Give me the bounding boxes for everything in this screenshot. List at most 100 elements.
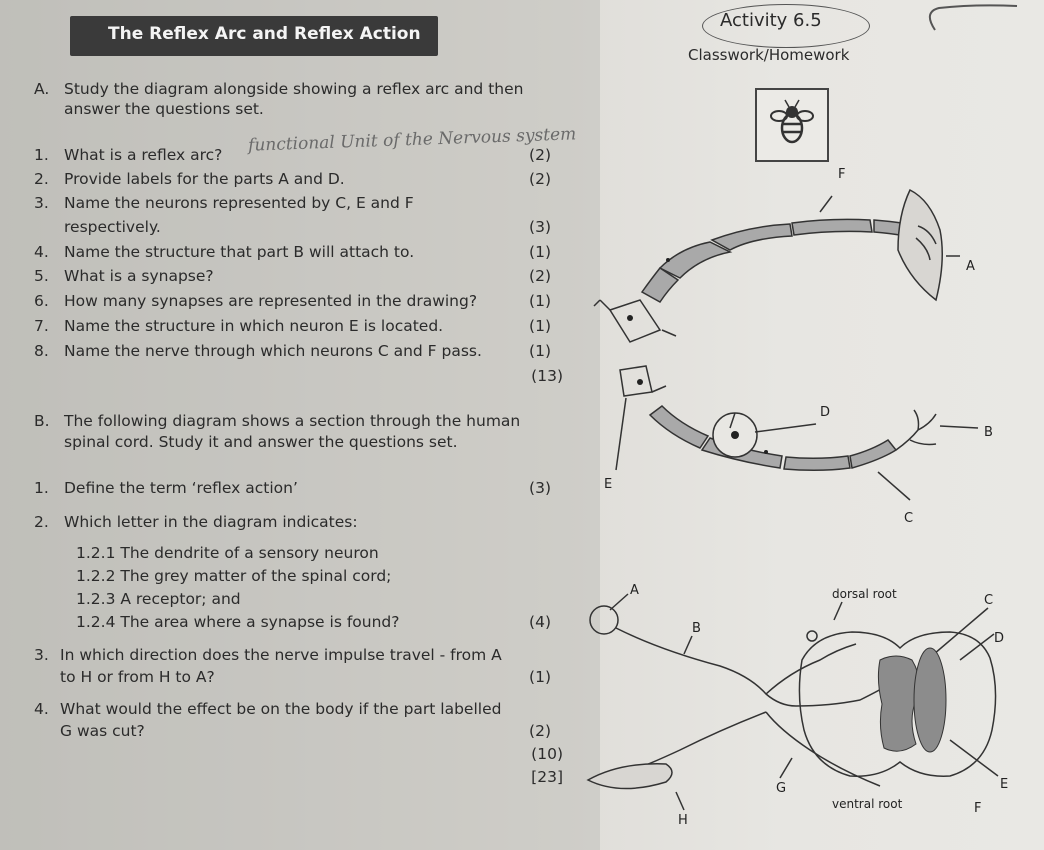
bee-icon xyxy=(770,99,814,144)
dorsal-ganglion xyxy=(806,630,818,642)
nucleus xyxy=(731,431,739,439)
question-text: Provide labels for the parts A and D. xyxy=(64,170,345,188)
sub-question: 1.2.3 A receptor; and xyxy=(76,590,241,608)
question-text: G was cut? xyxy=(60,722,145,740)
grand-total: [23] xyxy=(531,768,563,786)
pointer-b xyxy=(939,425,979,429)
pointer-f xyxy=(819,195,833,213)
sub-question: 1.2.4 The area where a synapse is found? xyxy=(76,613,400,631)
activity-label: Activity 6.5 xyxy=(720,10,822,31)
question-text: Name the structure that part B will atta… xyxy=(64,243,415,261)
label-d: D xyxy=(820,405,830,420)
page-title: The Reflex Arc and Reflex Action xyxy=(108,24,421,44)
dorsal-root xyxy=(765,643,857,695)
question-number: 6. xyxy=(34,292,49,310)
question-number: 3. xyxy=(34,194,49,212)
label-c: C xyxy=(984,593,993,608)
pointer-e xyxy=(615,397,627,471)
grey-matter xyxy=(877,655,920,752)
pointer-c xyxy=(933,607,989,655)
question-marks: (3) xyxy=(529,218,551,236)
pointer-a xyxy=(609,593,629,611)
question-text: Define the term ‘reflex action’ xyxy=(64,479,298,497)
classwork-label: Classwork/Homework xyxy=(688,46,850,64)
pointer-c xyxy=(877,471,911,501)
node-dot xyxy=(764,450,768,454)
pointer-dorsal xyxy=(833,601,843,621)
myelin-segment xyxy=(783,455,851,472)
myelin-segment xyxy=(648,405,710,449)
question-number: 4. xyxy=(34,243,49,261)
spinal-cord-outline xyxy=(798,631,997,777)
sensory-fibre xyxy=(615,627,797,707)
cell-body xyxy=(608,299,662,343)
question-marks: (2) xyxy=(529,146,551,164)
receptor xyxy=(895,409,937,451)
question-number: 5. xyxy=(34,267,49,285)
node-dot xyxy=(666,258,670,262)
question-marks: (1) xyxy=(529,292,551,310)
activity-oval xyxy=(702,4,870,48)
question-number: 4. xyxy=(34,700,49,718)
sub-question: 1.2.1 The dendrite of a sensory neuron xyxy=(76,544,379,562)
pointer-e xyxy=(949,739,999,777)
sub-question: 1.2.2 The grey matter of the spinal cord… xyxy=(76,567,392,585)
question-text: Name the structure in which neuron E is … xyxy=(64,317,444,335)
label-a: A xyxy=(630,583,639,598)
label-ventral-root: ventral root xyxy=(832,797,903,811)
label-h: H xyxy=(678,813,688,828)
question-marks: (2) xyxy=(529,267,551,285)
page-shadow xyxy=(0,0,600,850)
section-a-intro-1: Study the diagram alongside showing a re… xyxy=(64,80,524,98)
question-marks: (4) xyxy=(529,613,551,631)
question-number: 3. xyxy=(34,646,49,664)
motor-fibre xyxy=(627,711,767,773)
question-marks: (2) xyxy=(529,170,551,188)
question-marks: (2) xyxy=(529,722,551,740)
label-b: B xyxy=(692,621,701,636)
ventral-root xyxy=(765,711,881,787)
dendrites xyxy=(593,299,677,393)
interneuron xyxy=(795,683,891,707)
section-b-label: B. xyxy=(34,412,50,430)
question-number: 1. xyxy=(34,479,49,497)
motor-end-plate xyxy=(915,225,937,261)
question-marks: (1) xyxy=(529,342,551,360)
question-text: respectively. xyxy=(64,218,161,236)
nucleus xyxy=(627,315,633,321)
question-text: Name the nerve through which neurons C a… xyxy=(64,342,482,360)
cell-body xyxy=(619,365,653,397)
section-a-total: (13) xyxy=(531,367,563,385)
pointer-b xyxy=(683,635,693,655)
question-marks: (1) xyxy=(529,317,551,335)
question-number: 8. xyxy=(34,342,49,360)
label-f: F xyxy=(838,167,845,182)
myelin-segment xyxy=(640,266,680,303)
question-text: In which direction does the nerve impuls… xyxy=(60,646,502,664)
question-text: What would the effect be on the body if … xyxy=(60,700,502,718)
label-e: E xyxy=(604,477,612,492)
question-text: How many synapses are represented in the… xyxy=(64,292,478,310)
myelin-segment xyxy=(658,241,733,279)
label-a: A xyxy=(966,259,975,274)
pointer-d xyxy=(959,633,995,661)
nucleus xyxy=(637,379,643,385)
question-number: 2. xyxy=(34,513,49,531)
section-b-intro-1: The following diagram shows a section th… xyxy=(64,412,521,430)
question-text: Name the neurons represented by C, E and… xyxy=(64,194,414,212)
pointer-g xyxy=(779,757,793,779)
label-c: C xyxy=(904,511,913,526)
label-g: G xyxy=(776,781,786,796)
question-number: 1. xyxy=(34,146,49,164)
pointer-d xyxy=(754,423,817,433)
question-text: to H or from H to A? xyxy=(60,668,215,686)
label-dorsal-root: dorsal root xyxy=(832,587,897,601)
title-banner xyxy=(70,16,438,56)
myelin-segment xyxy=(791,218,873,236)
sensory-stalk xyxy=(729,412,736,429)
effector-muscle xyxy=(897,188,943,302)
question-marks: (1) xyxy=(529,243,551,261)
label-d: D xyxy=(994,631,1004,646)
section-b-intro-2: spinal cord. Study it and answer the que… xyxy=(64,433,458,451)
